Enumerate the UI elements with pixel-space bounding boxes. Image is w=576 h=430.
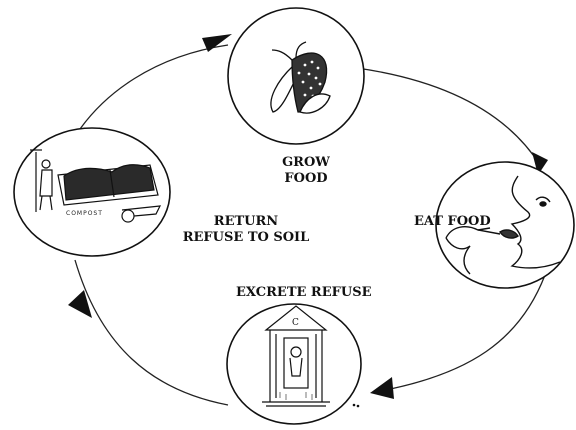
label-return-line2: REFUSE TO SOIL: [182, 230, 310, 245]
arrowhead-to-return: [68, 290, 92, 318]
arrowheads: [68, 34, 548, 399]
label-grow-line1: GROW: [282, 155, 330, 170]
face-illustration: [445, 175, 561, 275]
arrowhead-to-grow: [202, 34, 232, 52]
label-return-refuse: RETURN REFUSE TO SOIL: [176, 214, 316, 246]
label-grow-line2: FOOD: [284, 171, 328, 186]
eat-circle: [435, 161, 575, 289]
arc-eat-to-excrete: [374, 274, 546, 393]
ground-marks: [352, 403, 360, 408]
arrowhead-to-eat: [532, 152, 548, 175]
arrowhead-to-excrete: [370, 377, 394, 399]
label-return-line1: RETURN: [213, 214, 279, 229]
arc-excrete-to-return: [74, 259, 229, 406]
label-eat-food: EAT FOOD: [414, 214, 491, 229]
corn-illustration: [270, 41, 331, 114]
outhouse-illustration: [262, 305, 330, 407]
label-excrete-refuse: EXCRETE REFUSE: [236, 285, 372, 300]
compost-sign: COMPOST: [66, 210, 103, 217]
compost-illustration: [30, 149, 162, 223]
outhouse-sign: C: [292, 318, 299, 328]
label-grow-food: GROW FOOD: [266, 155, 346, 187]
arc-grow-to-eat: [356, 67, 541, 166]
